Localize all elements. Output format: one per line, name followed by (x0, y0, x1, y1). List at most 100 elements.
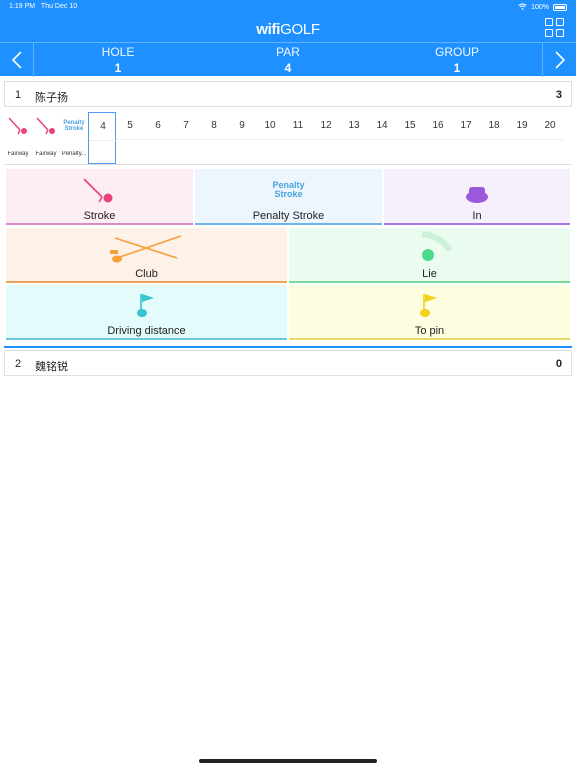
driving-distance-button[interactable]: Driving distance (6, 285, 287, 340)
stroke-caption: Fairway (7, 151, 29, 157)
in-underline (384, 223, 570, 225)
hole-number: 18 (480, 112, 508, 140)
to-pin-button[interactable]: To pin (289, 285, 570, 340)
hole-navigation-bar: HOLE 1 PAR 4 GROUP 1 (0, 42, 576, 77)
club-button[interactable]: Club (6, 228, 287, 283)
hole-cell[interactable]: 6 (144, 112, 172, 164)
hole-number: 13 (340, 112, 368, 140)
hole-number: 17 (452, 112, 480, 140)
hole-cell[interactable]: 19 (508, 112, 536, 164)
logo-prefix: wifi (256, 21, 281, 38)
player-row-1[interactable]: 1 陈子扬 3 (4, 81, 572, 107)
hole-cell[interactable]: 13 (340, 112, 368, 164)
par-indicator: PAR 4 (204, 45, 372, 75)
stroke-icon (6, 115, 30, 142)
lie-icon (418, 230, 452, 269)
hole-number: 14 (368, 112, 396, 140)
stroke-label: Stroke (83, 210, 116, 222)
stroke-underline (6, 223, 193, 225)
group-indicator: GROUP 1 (373, 45, 541, 75)
hole-cell[interactable]: 14 (368, 112, 396, 164)
to-pin-label: To pin (414, 325, 445, 337)
player-name: 魏铭锐 (35, 361, 68, 373)
par-value: 4 (284, 61, 292, 75)
group-label: GROUP (434, 45, 479, 59)
par-label: PAR (276, 45, 300, 59)
hole-cell[interactable]: 16 (424, 112, 452, 164)
hole-number: 4 (89, 113, 117, 141)
chevron-right-icon (554, 51, 565, 69)
stroke-entry-2[interactable]: Fairway (32, 112, 60, 164)
teal-flag-icon (136, 291, 159, 324)
app-logo: wifiGOLF (0, 21, 576, 38)
status-bar: 1:19 PM Thu Dec 10 100% (0, 0, 576, 14)
club-icon (107, 232, 187, 269)
club-label: Club (135, 268, 158, 280)
player-score: 3 (555, 89, 562, 101)
panel-divider (4, 346, 572, 348)
hole-cell[interactable]: 18 (480, 112, 508, 164)
in-label: In (472, 210, 482, 222)
grid-menu-icon[interactable] (545, 18, 566, 39)
stroke-button[interactable]: Stroke (6, 169, 193, 225)
stroke-caption: Penalty... (61, 151, 87, 157)
hole-cell[interactable]: 5 (116, 112, 144, 164)
hole-number: 12 (312, 112, 340, 140)
hole-value: 1 (114, 61, 122, 75)
in-button[interactable]: In (384, 169, 570, 225)
hole-number: 16 (424, 112, 452, 140)
previous-hole-button[interactable] (0, 43, 34, 77)
hole-label: HOLE (101, 45, 135, 59)
player-score: 0 (555, 358, 562, 370)
hole-cell[interactable]: 15 (396, 112, 424, 164)
status-time-date: 1:19 PM Thu Dec 10 (9, 3, 78, 10)
driving-distance-underline (6, 338, 287, 340)
wifi-icon (518, 3, 527, 12)
hole-number: 15 (396, 112, 424, 140)
hole-cell[interactable]: 20 (536, 112, 564, 164)
hole-cell[interactable]: 8 (200, 112, 228, 164)
hole-number: 6 (144, 112, 172, 140)
chevron-left-icon (11, 51, 22, 69)
logo-suffix: GOLF (280, 21, 320, 38)
hole-number: 11 (284, 112, 312, 140)
penalty-stroke-underline (195, 223, 382, 225)
lie-label: Lie (422, 268, 437, 280)
hole-cell[interactable]: 11 (284, 112, 312, 164)
player-number: 2 (15, 358, 22, 370)
hole-number: 7 (172, 112, 200, 140)
lie-button[interactable]: Lie (289, 228, 570, 283)
yellow-flag-icon (419, 291, 442, 324)
hole-cell[interactable]: 7 (172, 112, 200, 164)
status-right: 100% (518, 3, 567, 12)
group-value: 1 (453, 61, 461, 75)
app-bar: wifiGOLF (0, 14, 576, 42)
hole-number: 19 (508, 112, 536, 140)
hole-cell[interactable]: 12 (312, 112, 340, 164)
player-row-2[interactable]: 2 魏铭锐 0 (4, 350, 572, 376)
home-indicator[interactable] (199, 759, 377, 763)
hole-number: 5 (116, 112, 144, 140)
stroke-entry-1[interactable]: Fairway (4, 112, 32, 164)
lie-underline (289, 281, 570, 283)
hole-cell-selected[interactable]: 4 (88, 112, 117, 164)
hole-cell[interactable]: 17 (452, 112, 480, 164)
hole-cell[interactable]: 9 (228, 112, 256, 164)
to-pin-underline (289, 338, 570, 340)
stroke-caption: Fairway (35, 151, 57, 157)
next-hole-button[interactable] (542, 43, 576, 77)
stroke-icon (34, 115, 58, 142)
hole-number: 9 (228, 112, 256, 140)
hole-cell[interactable]: 10 (256, 112, 284, 164)
hole-number: 8 (200, 112, 228, 140)
hole-indicator: HOLE 1 (34, 45, 202, 75)
hole-number: 10 (256, 112, 284, 140)
hole-cup-icon (465, 183, 489, 210)
club-underline (6, 281, 287, 283)
